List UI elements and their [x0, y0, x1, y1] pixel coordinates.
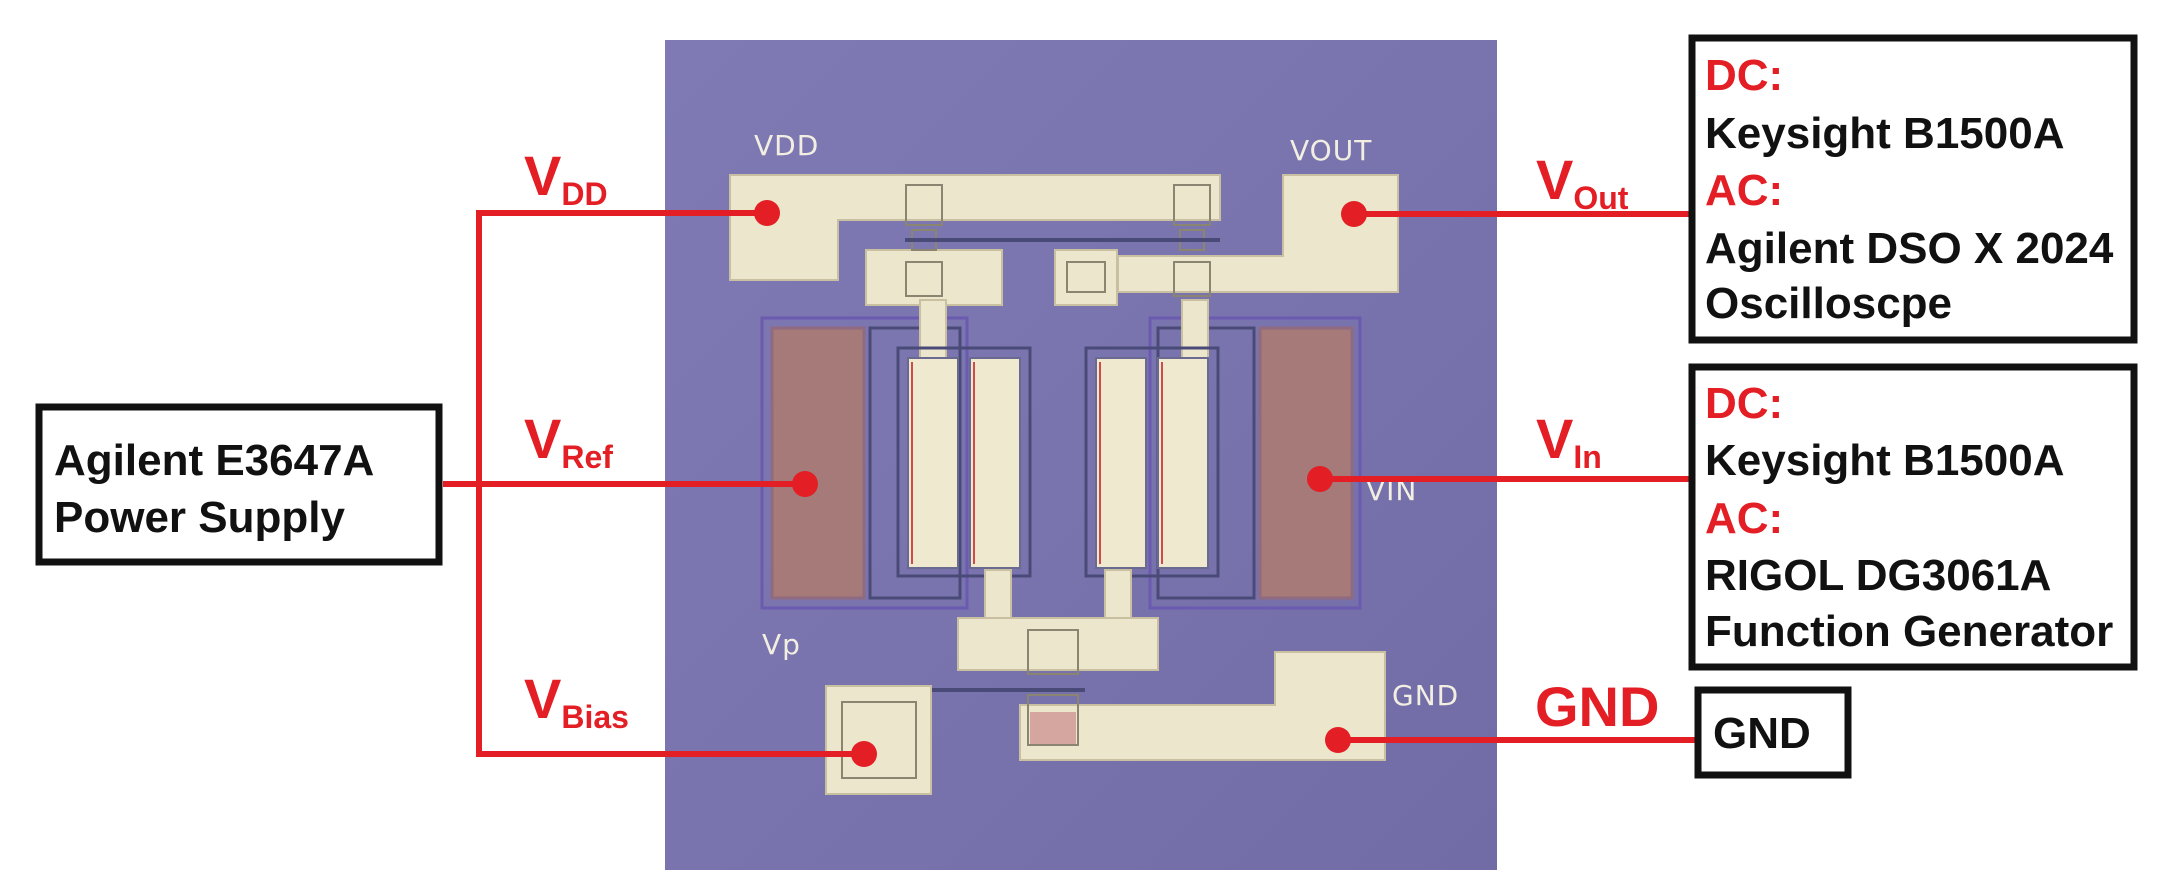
in-ac-instrument-type: Function Generator [1705, 607, 2113, 656]
power-supply-name: Agilent E3647A [54, 436, 374, 485]
signal-wires [443, 210, 1698, 757]
left-resistor-pad [770, 326, 866, 600]
vdd-metal-pad [729, 174, 1221, 281]
lower-bridge-metal [957, 617, 1159, 671]
vin-probe-dot [1307, 466, 1333, 492]
signal-label-vbias: VBias [524, 667, 629, 735]
signal-label-vin: VIn [1536, 407, 1602, 475]
right-resistor-frame [1148, 316, 1362, 610]
chip-label-vp: Vp [762, 628, 801, 661]
signal-label-vdd: VDD [524, 144, 608, 212]
metal-block-middle [1054, 249, 1118, 306]
chip-label-vdd: VDD [754, 129, 819, 162]
probe-points [754, 200, 1367, 767]
in-ac-instrument: RIGOL DG3061A [1705, 551, 2051, 600]
signal-label-gnd: GND [1535, 675, 1659, 738]
signal-labels: VDD VRef VBias VOut VIn GND [524, 144, 1659, 738]
vp-metal-pad [825, 685, 932, 795]
power-supply-type: Power Supply [54, 493, 345, 542]
ground-box-label: GND [1713, 709, 1811, 758]
left-resistor-frame [760, 316, 969, 610]
out-dc-instrument: Keysight B1500A [1705, 109, 2064, 158]
out-ac-instrument: Agilent DSO X 2024 [1705, 224, 2114, 273]
chip-label-vout: VOUT [1290, 134, 1372, 167]
out-ac-instrument-type: Oscilloscpe [1705, 279, 1952, 328]
vref-probe-dot [792, 471, 818, 497]
right-resistor-pad [1258, 326, 1354, 600]
signal-label-vout: VOut [1536, 148, 1629, 216]
in-dc-label: DC: [1705, 379, 1783, 428]
input-instrument-box: DC: Keysight B1500A AC: RIGOL DG3061A Fu… [1688, 363, 2138, 671]
output-instrument-box: DC: Keysight B1500A AC: Agilent DSO X 20… [1688, 34, 2138, 344]
chip-micrograph: VDD VOUT VIN Vp GND [665, 40, 1497, 870]
metal-block-middle-inner [1066, 261, 1106, 293]
out-dc-label: DC: [1705, 51, 1783, 100]
vout-probe-dot [1341, 201, 1367, 227]
signal-label-vref: VRef [524, 407, 613, 475]
in-ac-label: AC: [1705, 494, 1783, 543]
gnd-probe-dot [1325, 727, 1351, 753]
ground-box: GND [1694, 686, 1852, 779]
transistor-fingers [896, 346, 1220, 578]
in-dc-instrument: Keysight B1500A [1705, 436, 2064, 485]
vbias-probe-dot [851, 741, 877, 767]
power-supply-box: Agilent E3647A Power Supply [35, 403, 443, 566]
vdd-probe-dot [754, 200, 780, 226]
gnd-metal-pad [1019, 651, 1386, 761]
chip-label-gnd: GND [1392, 679, 1459, 712]
top-vias [905, 184, 1220, 297]
out-ac-label: AC: [1705, 166, 1783, 215]
